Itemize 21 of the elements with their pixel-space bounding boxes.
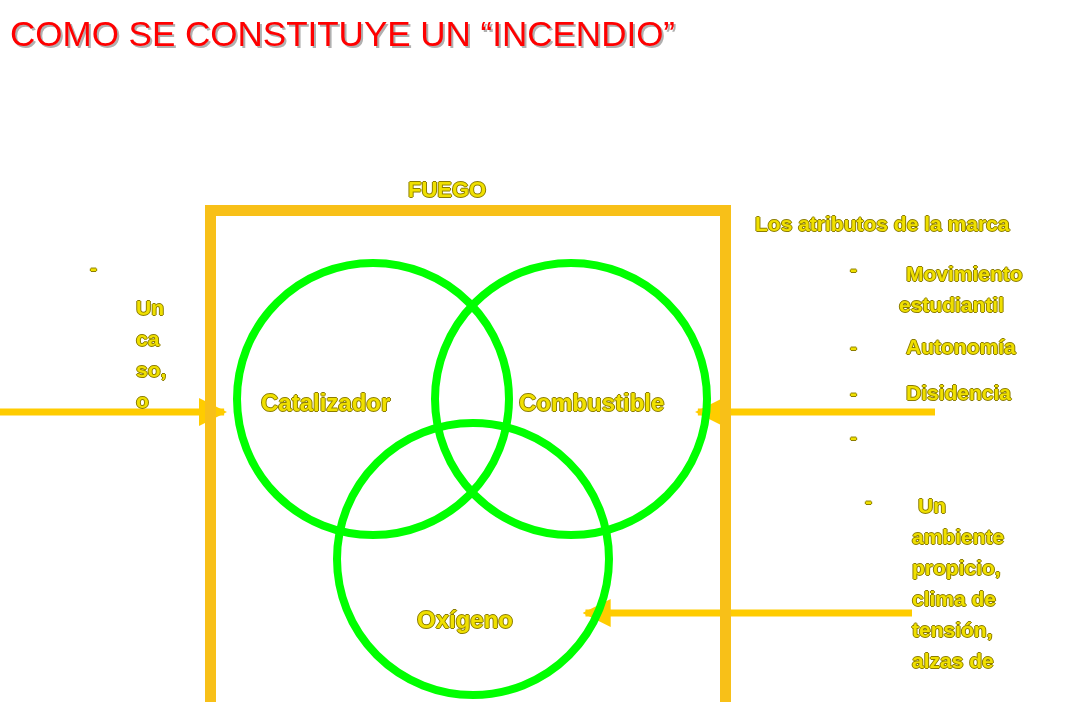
circle bbox=[332, 418, 614, 700]
circle bbox=[430, 258, 712, 540]
text-label: - bbox=[850, 256, 858, 282]
text-label: Disidencia bbox=[906, 380, 1013, 406]
text-label: Un ambiente propicio, clima de tensión, alzas de bbox=[912, 493, 1006, 674]
frame-heading: FUEGO bbox=[408, 177, 487, 203]
text-label: Los atributos de la marca bbox=[755, 211, 1011, 237]
circle bbox=[232, 258, 514, 540]
circle-label: Catalizador bbox=[261, 389, 391, 417]
text-label: - bbox=[865, 488, 873, 514]
text-label: Autonomía bbox=[906, 334, 1017, 360]
text-label: Un caso, o bbox=[136, 295, 168, 414]
text-label: - bbox=[850, 424, 858, 450]
circle-label: Combustible bbox=[519, 389, 665, 417]
title: COMO SE CONSTITUYE UN “INCENDIO” bbox=[10, 14, 676, 54]
text-label: - bbox=[90, 255, 98, 281]
arrow bbox=[0, 398, 227, 426]
text-label: Movimiento estudiantil bbox=[899, 261, 1024, 318]
text-label: - bbox=[850, 380, 858, 406]
text-label: - bbox=[850, 334, 858, 360]
circle-label: Oxígeno bbox=[417, 606, 513, 634]
